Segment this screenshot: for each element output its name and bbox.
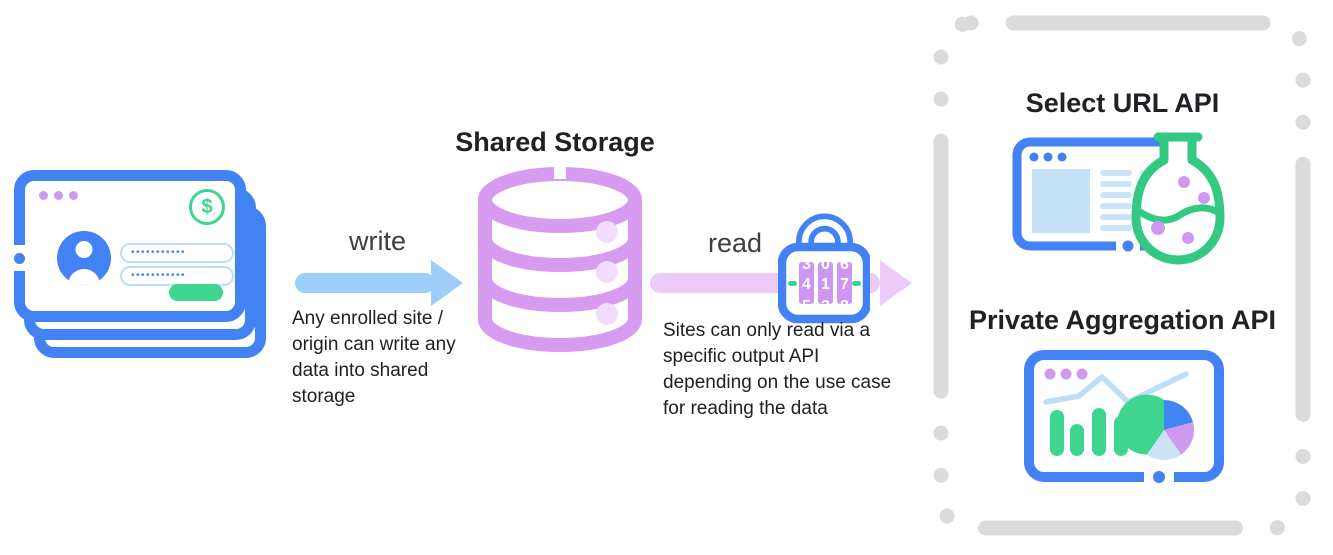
read-description: Sites can only read via a specific outpu… — [663, 320, 892, 419]
svg-text:1: 1 — [821, 276, 830, 293]
window-dot-icon — [69, 191, 78, 200]
svg-text:8: 8 — [840, 298, 849, 315]
svg-text:6: 6 — [840, 256, 849, 273]
svg-text:4: 4 — [802, 276, 811, 293]
browser-flask-icon — [1012, 132, 1225, 265]
write-arrow-icon — [295, 260, 463, 306]
output-apis-panel-border — [933, 15, 1311, 536]
shared-storage-title: Shared Storage — [455, 127, 655, 157]
password-field: ••••••••••• — [120, 243, 234, 263]
write-description: Any enrolled site / origin can write any… — [292, 308, 456, 407]
window-dot-icon — [39, 191, 48, 200]
database-icon — [478, 165, 642, 352]
svg-text:5: 5 — [802, 298, 811, 315]
svg-text:0: 0 — [821, 256, 830, 273]
svg-text:3: 3 — [802, 256, 811, 273]
window-dot-icon — [54, 191, 63, 200]
select-url-api-title: Select URL API — [1025, 88, 1220, 118]
read-label: read — [707, 228, 763, 258]
password-field: ••••••••••• — [120, 266, 234, 286]
browser-window-front: $ ••••••••••• ••••••••••• — [14, 170, 246, 322]
window-control-dots — [39, 191, 78, 200]
svg-text:2: 2 — [821, 298, 830, 315]
analytics-dashboard-icon — [1024, 350, 1224, 484]
write-label: write — [348, 226, 406, 256]
dollar-icon: $ — [189, 189, 225, 225]
private-aggregation-api-title: Private Aggregation API — [968, 305, 1277, 335]
user-avatar-icon — [57, 231, 111, 285]
combination-lock-icon: 3 4 5 0 1 2 6 7 8 — [778, 213, 870, 324]
svg-text:7: 7 — [840, 276, 849, 293]
submit-button-shape — [169, 284, 223, 301]
